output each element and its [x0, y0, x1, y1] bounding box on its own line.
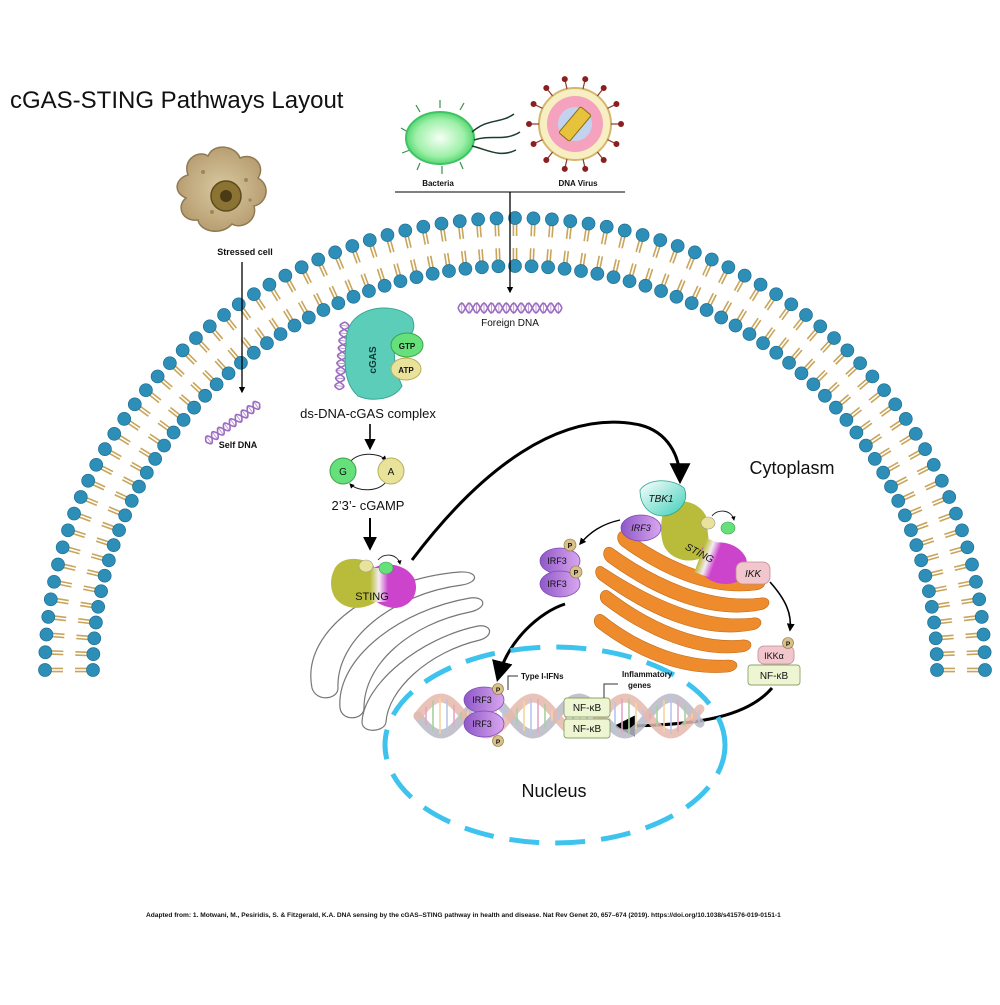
citation: Adapted from: 1. Motwani, M., Pesiridis,… — [146, 912, 781, 919]
atp-label: ATP — [398, 366, 414, 375]
nucleus-envelope — [382, 644, 728, 846]
phospho-5-label: P — [496, 739, 501, 746]
sting-dimer-right-icon — [661, 501, 748, 584]
type-ifn-callout-line — [507, 675, 518, 690]
ikka-icon — [757, 637, 795, 665]
g-label: G — [339, 467, 347, 478]
irf3-top-label: IRF3 — [631, 523, 651, 533]
golgi-apparatus-icon — [593, 530, 770, 673]
a-label: A — [388, 467, 395, 478]
stressed-cell-icon — [176, 146, 267, 232]
ikk-label: IKK — [745, 569, 762, 580]
sting-translocation-arrow — [410, 420, 691, 561]
complex-label: ds-DNA-cGAS complex — [300, 406, 436, 421]
tbk1-label: TBK1 — [648, 494, 673, 505]
cytoplasm-label: Cytoplasm — [749, 458, 834, 478]
irf3-dimer-b-label: IRF3 — [547, 579, 567, 589]
foreign-dna-helix-icon — [457, 301, 563, 315]
nfkb-cytoplasm-label: NF-κB — [760, 671, 789, 682]
self-dna-helix-icon — [204, 400, 261, 445]
cgamp-label: 2’3’- cGAMP — [332, 498, 405, 513]
nfkb-cytoplasm-icon — [747, 664, 801, 686]
foreign-dna-label: Foreign DNA — [481, 318, 539, 329]
irf3-dimerization-arrow — [579, 519, 621, 546]
bacteria-label: Bacteria — [422, 179, 454, 188]
ikk-kinase-icon — [735, 561, 771, 585]
page-title: cGAS-STING Pathways Layout — [10, 87, 344, 114]
nfkb-nuclear-b-label: NF-κB — [573, 724, 602, 735]
phospho-4-label: P — [496, 687, 501, 694]
phospho-3-label: P — [786, 641, 791, 648]
type-ifn-label: Type I-IFNs — [521, 672, 564, 681]
genes-label: genes — [628, 681, 652, 690]
irf3-bound-icon — [620, 514, 662, 542]
cell-membrane — [38, 211, 992, 677]
inflammatory-callout-line — [603, 683, 618, 698]
inflammatory-label: Inflammatory — [622, 670, 673, 679]
irf3-nuclear-dimer-icon — [463, 683, 505, 747]
cgamp-cycle-arrow — [349, 453, 387, 491]
stressed-cell-label: Stressed cell — [217, 247, 273, 257]
phospho-1-label: P — [568, 543, 573, 550]
gtp-label: GTP — [399, 342, 416, 351]
self-dna-label: Self DNA — [219, 440, 258, 450]
sting-left-label: STING — [355, 591, 389, 603]
gtp-molecule-icon — [390, 332, 424, 358]
irf3-nuclear-a-label: IRF3 — [472, 695, 492, 705]
ikka-label: IKKα — [764, 651, 784, 661]
tbk1-kinase-icon — [639, 480, 687, 517]
bacteria-icon — [400, 100, 521, 174]
irf3-nuclear-import-arrow — [492, 602, 566, 683]
phospho-2-label: P — [574, 570, 579, 577]
nfkb-nuclear-a-label: NF-κB — [573, 703, 602, 714]
dna-virus-label: DNA Virus — [558, 179, 598, 188]
nuclear-dna-double-helix — [413, 693, 705, 739]
irf3-dimer-icon — [539, 538, 583, 598]
sting-dimer-left-icon — [331, 554, 416, 608]
g-molecule-icon — [329, 457, 357, 485]
nfkb-nuclear-dimer-icon — [563, 697, 611, 739]
ikk-activation-arrow — [769, 581, 795, 632]
irf3-nuclear-b-label: IRF3 — [472, 719, 492, 729]
a-molecule-icon — [377, 457, 405, 485]
nucleus-label: Nucleus — [521, 781, 586, 801]
cgas-label: cGAS — [368, 346, 379, 374]
atp-molecule-icon — [390, 357, 422, 381]
irf3-dimer-a-label: IRF3 — [547, 556, 567, 566]
dna-virus-icon — [526, 76, 624, 172]
